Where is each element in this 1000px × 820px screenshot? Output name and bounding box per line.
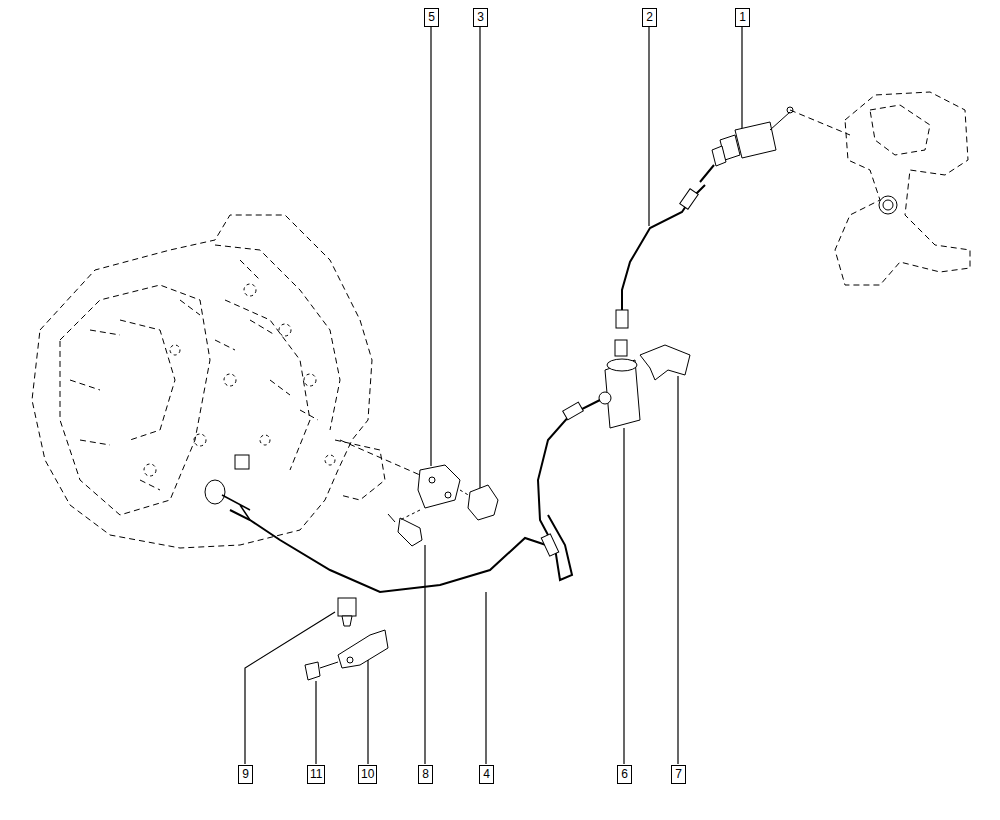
callout-number: 10 (358, 765, 377, 784)
callout-number: 8 (418, 765, 433, 784)
callout-number: 7 (671, 765, 686, 784)
callout-number: 1 (735, 8, 750, 27)
callout-number: 4 (479, 765, 494, 784)
callout-number: 2 (642, 8, 657, 27)
callout-number: 6 (617, 765, 632, 784)
callout-number: 9 (238, 765, 253, 784)
callout-number: 11 (307, 765, 325, 784)
callout-number: 5 (424, 8, 439, 27)
callout-number: 3 (473, 8, 488, 27)
